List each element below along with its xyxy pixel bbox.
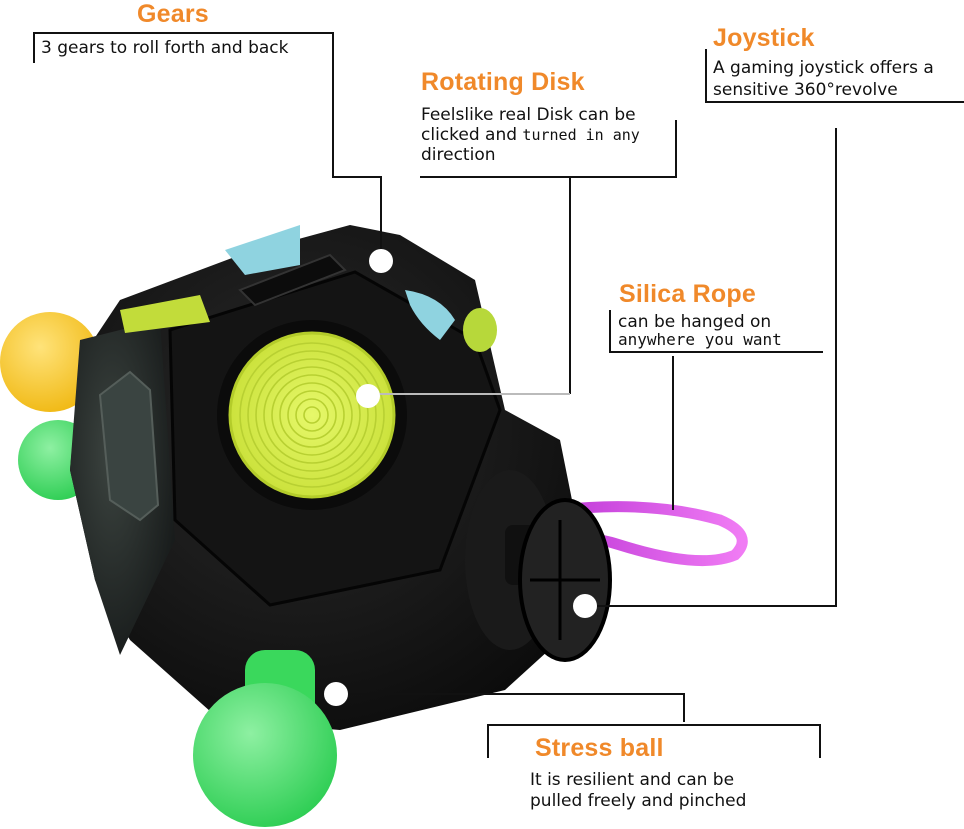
black-switch-icon — [238, 253, 347, 307]
gear-green-icon — [463, 308, 497, 352]
joystick-marker-icon — [573, 594, 597, 618]
stress-ball-desc-line2: pulled freely and pinched — [530, 791, 747, 811]
gears-marker-icon — [369, 249, 393, 273]
joystick-desc-line1: A gaming joystick offers a — [713, 58, 934, 78]
silica-rope-desc-line1: can be hanged on — [618, 312, 772, 332]
joystick-desc-line2: sensitive 360°revolve — [713, 80, 898, 100]
green-button-icon — [120, 295, 210, 333]
rotating-disk-desc-line2b: turned in any — [522, 126, 640, 144]
joystick-cross — [530, 520, 600, 640]
rotating-disk-desc-line1: Feelslike real Disk can be — [421, 105, 636, 125]
rotating-disk-title: Rotating Disk — [421, 68, 585, 96]
silica-rope-title: Silica Rope — [619, 280, 756, 308]
marker-dots — [324, 249, 597, 706]
gear-blue-icon — [405, 290, 455, 340]
rotating-disk-icon — [228, 331, 396, 499]
joystick-title: Joystick — [713, 24, 815, 52]
gears-title: Gears — [137, 0, 209, 28]
silica-rope-desc-line2: anywhere you want — [618, 330, 782, 349]
silica-rope-icon — [554, 501, 748, 567]
leader-lines — [33, 32, 964, 758]
stress-ball-marker-icon — [324, 682, 348, 706]
stress-ball-icon — [193, 683, 337, 827]
disk-rings — [239, 342, 385, 488]
rotating-disk-desc-line2a: clicked and — [421, 125, 523, 145]
stress-ball-desc-line1: It is resilient and can be — [530, 770, 735, 790]
stress-ball-title: Stress ball — [535, 734, 664, 762]
disk-marker-icon — [356, 384, 380, 408]
cube-left-inset — [98, 370, 160, 522]
rotating-disk-desc-line3: direction — [421, 145, 496, 165]
yellow-ball-icon — [0, 312, 100, 412]
gears-desc: 3 gears to roll forth and back — [41, 38, 289, 58]
blue-triangle-icon — [225, 225, 300, 275]
rotating-disk-desc-line2: clicked and turned in any — [421, 125, 640, 145]
